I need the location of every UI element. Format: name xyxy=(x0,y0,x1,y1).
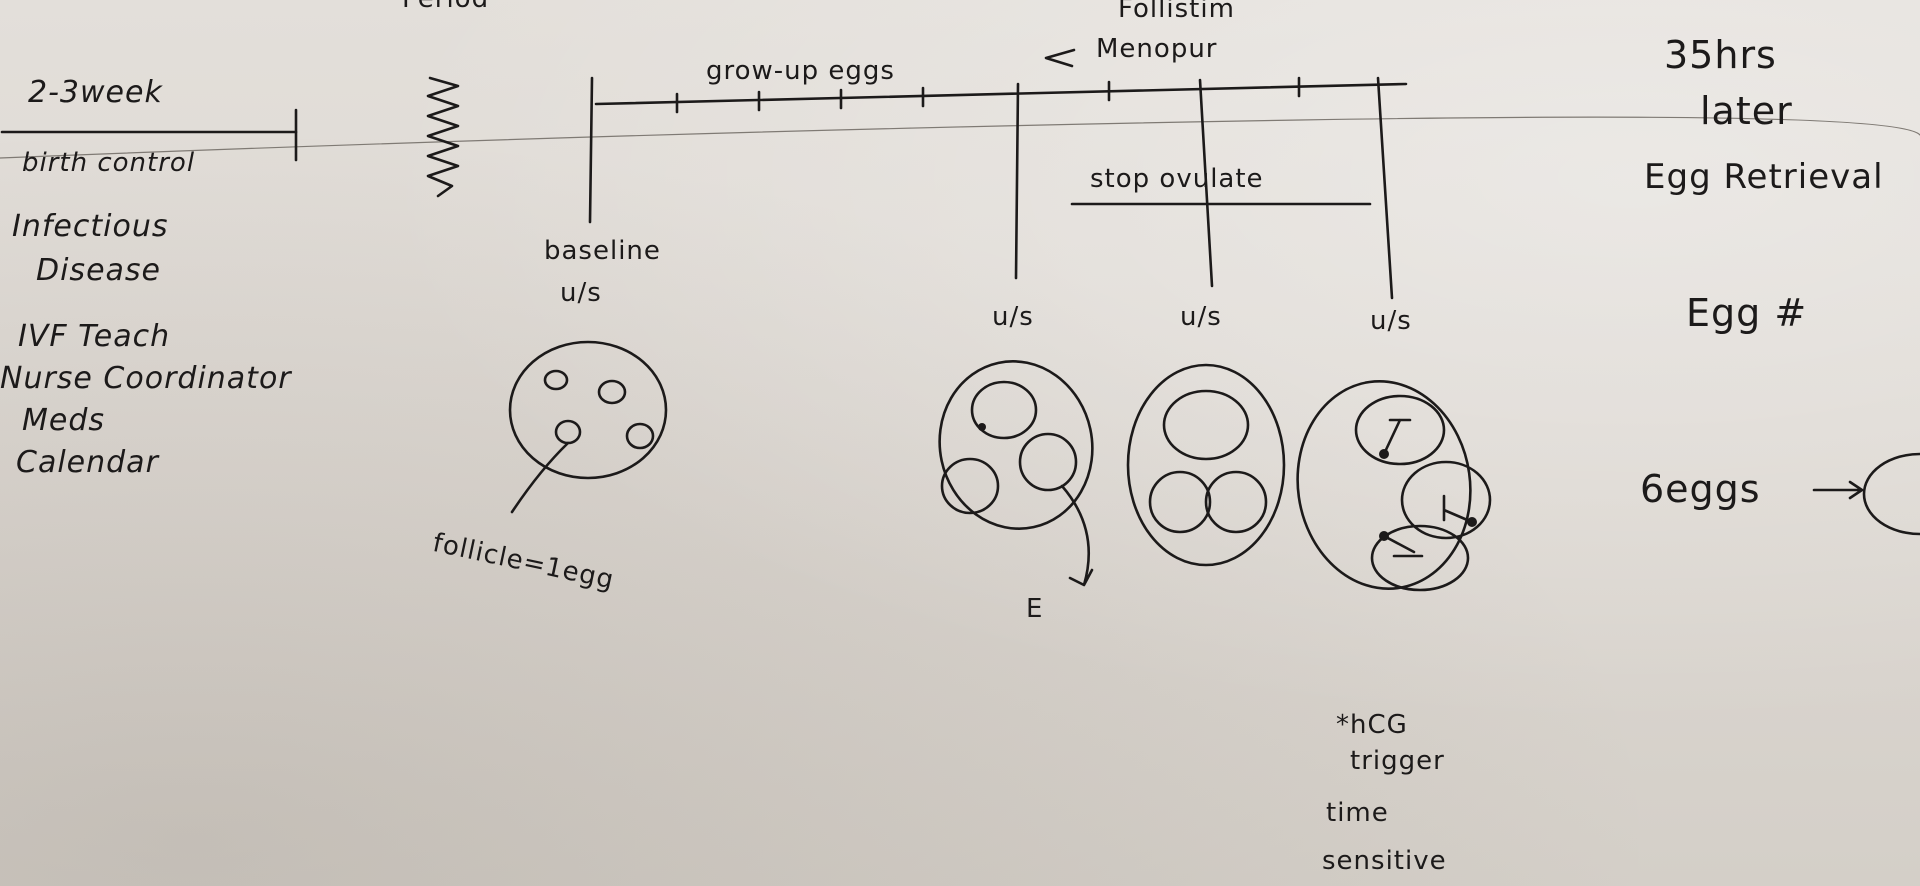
follistim-label: Follistim xyxy=(1118,0,1235,24)
result-bubble xyxy=(1862,452,1920,536)
timeline-baseline-marker xyxy=(588,76,594,224)
ovary-day2 xyxy=(938,360,1094,530)
left-item: IVF Teach xyxy=(18,319,171,354)
ultrasound-marker-1 xyxy=(1014,82,1020,280)
ovary-day4 xyxy=(1296,380,1472,590)
follicle-line xyxy=(1382,534,1424,558)
estrogen-mark: E xyxy=(1026,594,1044,624)
timeline-axis xyxy=(594,82,1408,106)
follicle xyxy=(1148,470,1212,534)
baseline-label: baseline xyxy=(544,236,661,266)
ultrasound-marker-3 xyxy=(1376,76,1394,300)
hours-label: 35hrs xyxy=(1664,33,1777,77)
follicle-line xyxy=(1382,418,1412,456)
left-item: Infectious xyxy=(12,209,169,244)
ultrasound-label: u/s xyxy=(1370,306,1412,336)
hcg-note-line: trigger xyxy=(1350,746,1445,776)
ultrasound-label: u/s xyxy=(992,302,1034,332)
follicle xyxy=(543,369,569,391)
follicle xyxy=(940,457,1000,515)
baseline-us-label: u/s xyxy=(560,278,602,308)
follicle xyxy=(597,379,627,405)
grow-up-eggs-label: grow-up eggs xyxy=(706,56,895,86)
ultrasound-label: u/s xyxy=(1180,302,1222,332)
result-arrow xyxy=(1812,480,1864,500)
menopur-bracket xyxy=(1044,48,1076,68)
duration-label: 2-3week xyxy=(28,75,163,110)
baseline-ovary xyxy=(508,340,668,480)
follicle xyxy=(1018,432,1078,492)
follicle xyxy=(1204,470,1268,534)
follicle xyxy=(1354,394,1446,466)
follicle xyxy=(970,380,1038,440)
follicle xyxy=(1370,524,1470,592)
period-squiggle xyxy=(426,76,460,198)
birth-control-label: birth control xyxy=(22,148,196,178)
left-item: Nurse Coordinator xyxy=(0,361,292,396)
follicle xyxy=(1162,389,1250,461)
follicle-dot xyxy=(978,423,986,431)
follicle-line xyxy=(1442,494,1474,524)
menopur-label: Menopur xyxy=(1096,34,1218,64)
left-item: Disease xyxy=(36,253,161,288)
eggs-result-label: 6eggs xyxy=(1640,467,1761,511)
follicle xyxy=(625,422,655,450)
follicle xyxy=(554,419,582,445)
paper-rule-line xyxy=(0,116,1920,159)
egg-count-label: Egg # xyxy=(1686,291,1808,335)
hcg-note-line: sensitive xyxy=(1322,846,1447,876)
follicle xyxy=(1400,460,1492,540)
estrogen-arrow xyxy=(1060,484,1094,587)
left-item: Calendar xyxy=(16,445,159,480)
egg-retrieval-label: Egg Retrieval xyxy=(1644,157,1884,197)
ultrasound-marker-2 xyxy=(1198,78,1214,288)
hcg-note-line: *hCG xyxy=(1336,710,1408,740)
period-label: Period xyxy=(402,0,489,12)
hcg-note-line: time xyxy=(1326,798,1389,828)
follicle-pointer xyxy=(510,441,570,514)
stop-ovulate-label: stop ovulate xyxy=(1090,164,1264,194)
ovary-day3 xyxy=(1126,363,1286,567)
left-item: Meds xyxy=(22,403,106,438)
later-label: later xyxy=(1700,89,1793,133)
